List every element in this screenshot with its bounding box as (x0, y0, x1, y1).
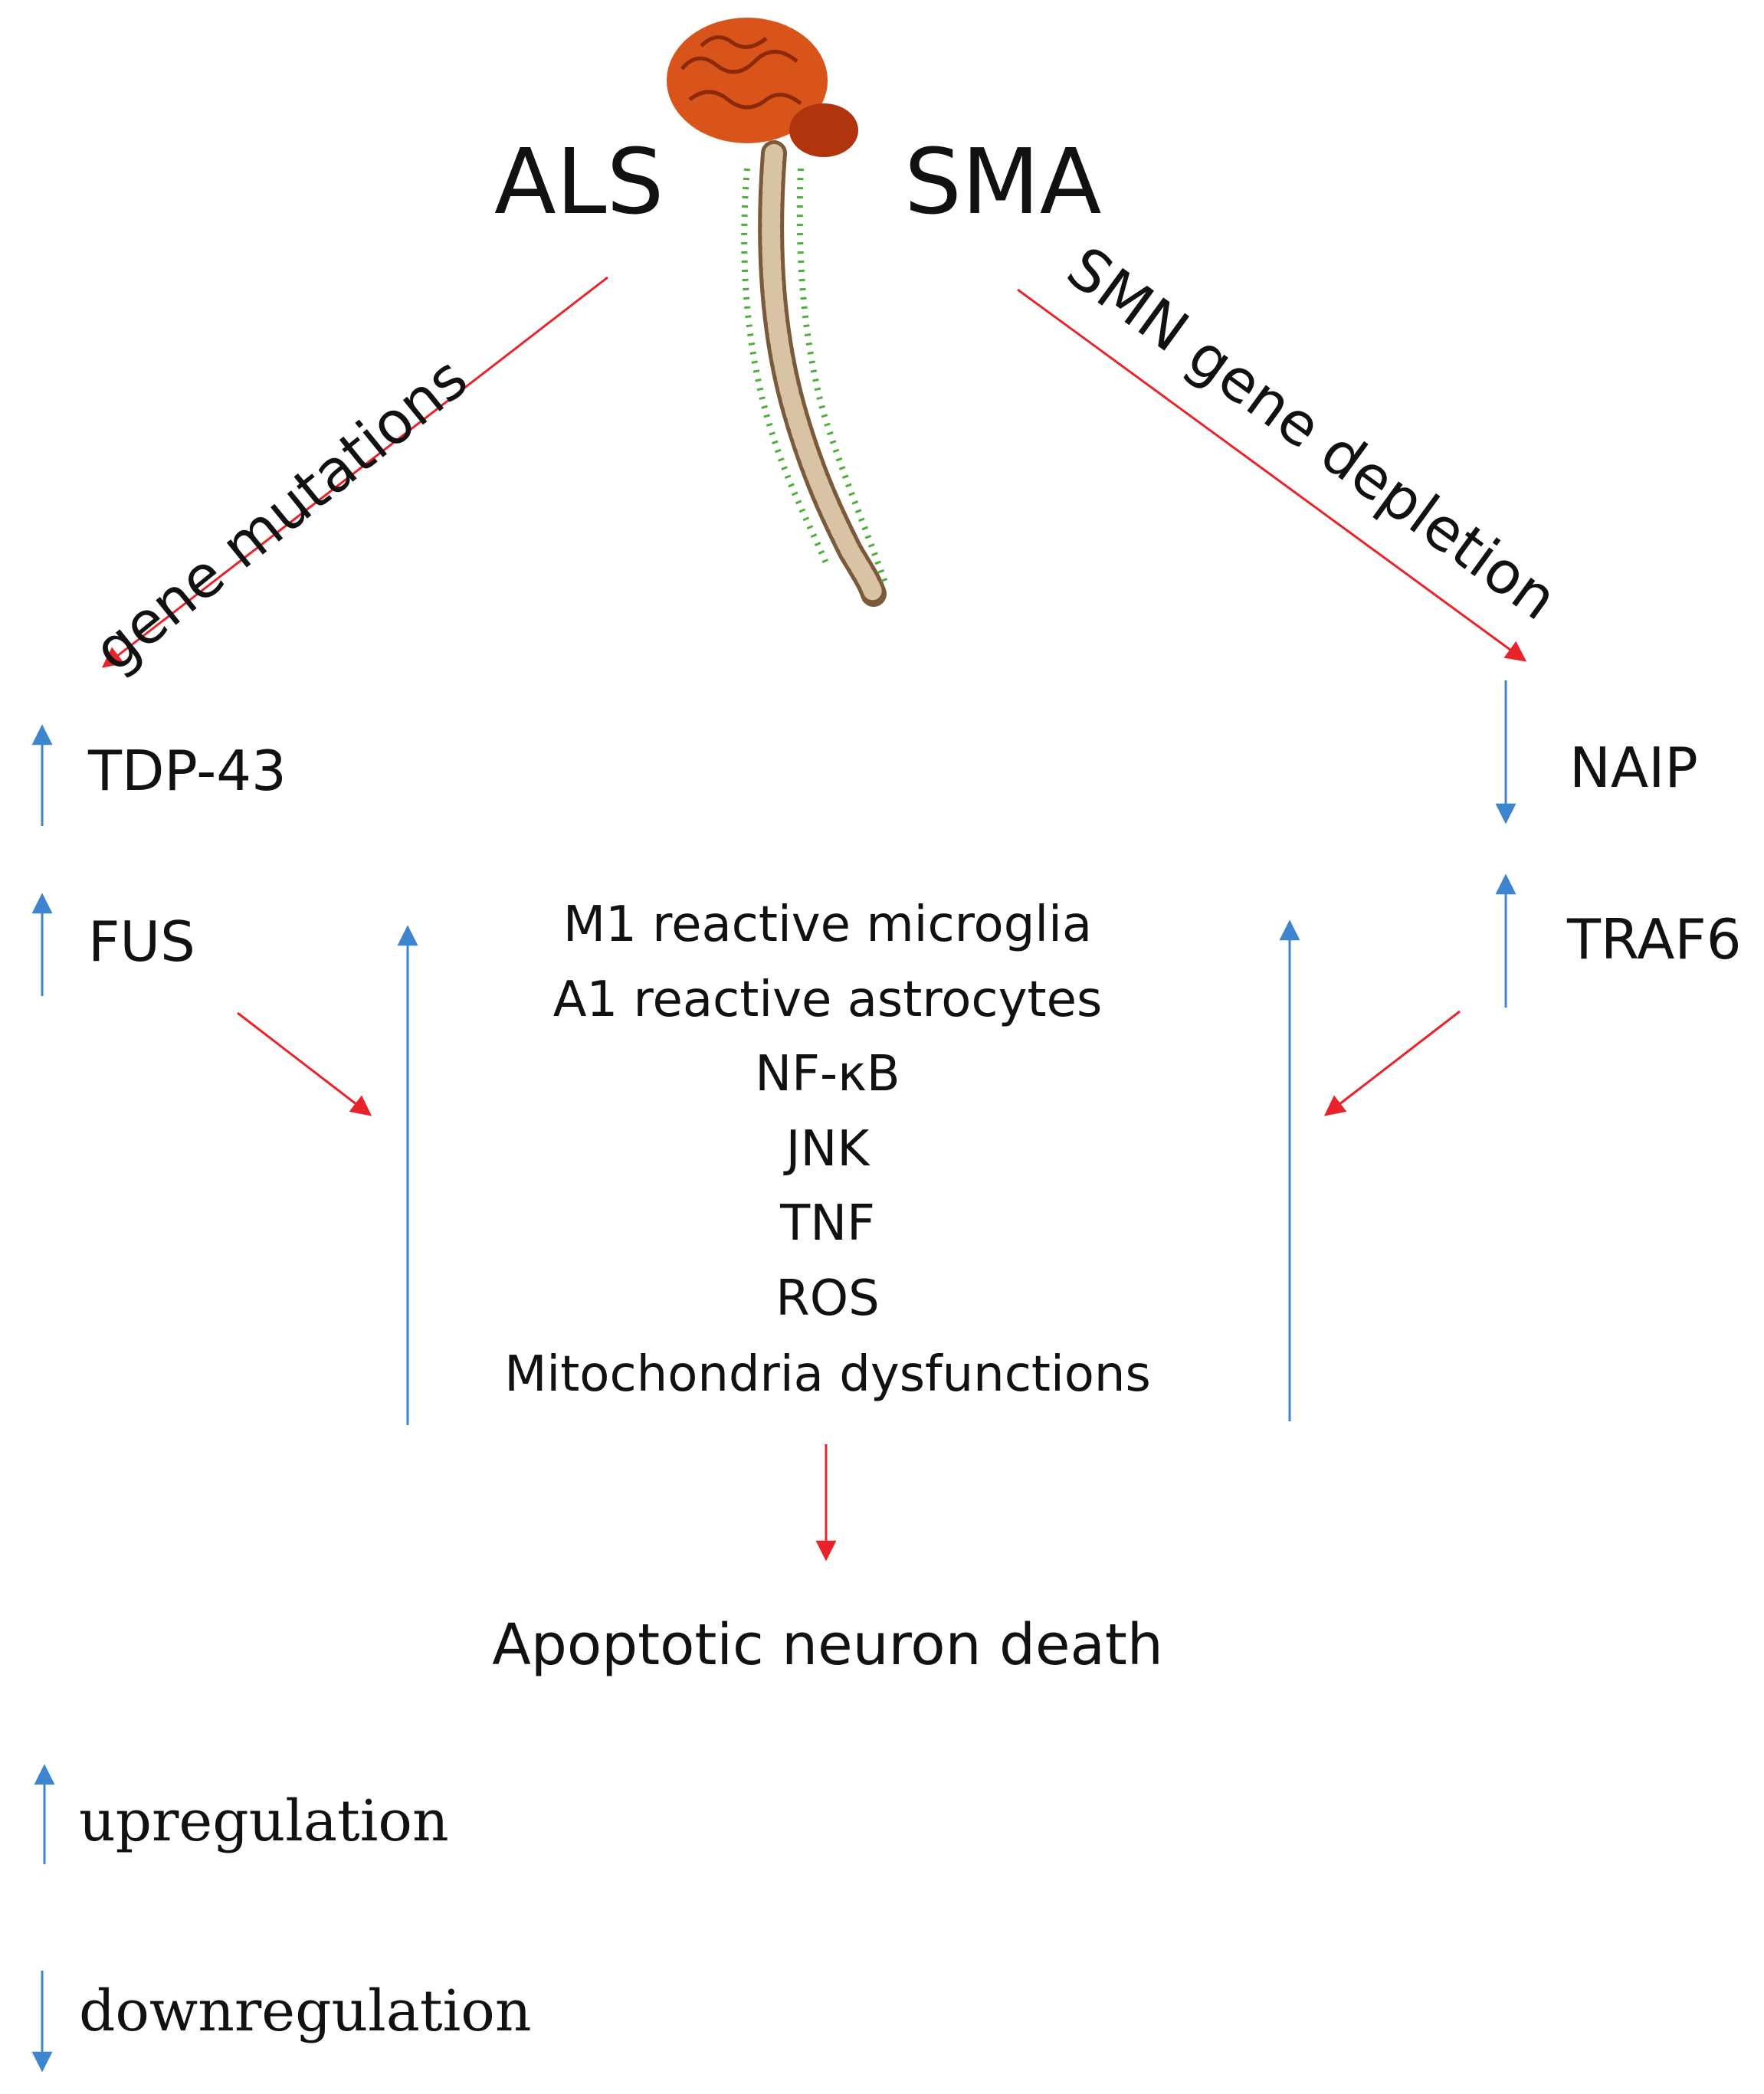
apoptotic-neuron-death-label: Apoptotic neuron death (492, 1612, 1163, 1678)
mediator-item: ROS (775, 1270, 880, 1327)
mediator-item: TNF (780, 1195, 875, 1252)
arrow-als-to-genes (101, 276, 608, 668)
arrow-fus-to-mediators (237, 1011, 372, 1116)
mediator-item: A1 reactive astrocytes (552, 972, 1103, 1028)
als-label: ALS (494, 129, 664, 234)
mediator-item: Mitochondria dysfunctions (504, 1346, 1151, 1403)
traf6-label: TRAF6 (1567, 907, 1742, 972)
arrow-traf6-to-mediators (1323, 1010, 1461, 1116)
naip-label: NAIP (1569, 736, 1698, 800)
tdp43-label: TDP-43 (88, 739, 287, 803)
fus-label: FUS (88, 909, 195, 974)
spinal-cord-icon (741, 140, 888, 607)
mediator-item: NF-κB (755, 1046, 900, 1103)
legend-upregulation-label: upregulation (79, 1788, 449, 1854)
arrow-sma-to-genes (1017, 288, 1527, 662)
mediator-item: M1 reactive microglia (562, 896, 1093, 953)
legend-downregulation-label: downregulation (79, 1978, 532, 2044)
brain-icon (667, 18, 858, 157)
sma-label: SMA (904, 129, 1102, 234)
mediator-item: JNK (785, 1121, 870, 1178)
